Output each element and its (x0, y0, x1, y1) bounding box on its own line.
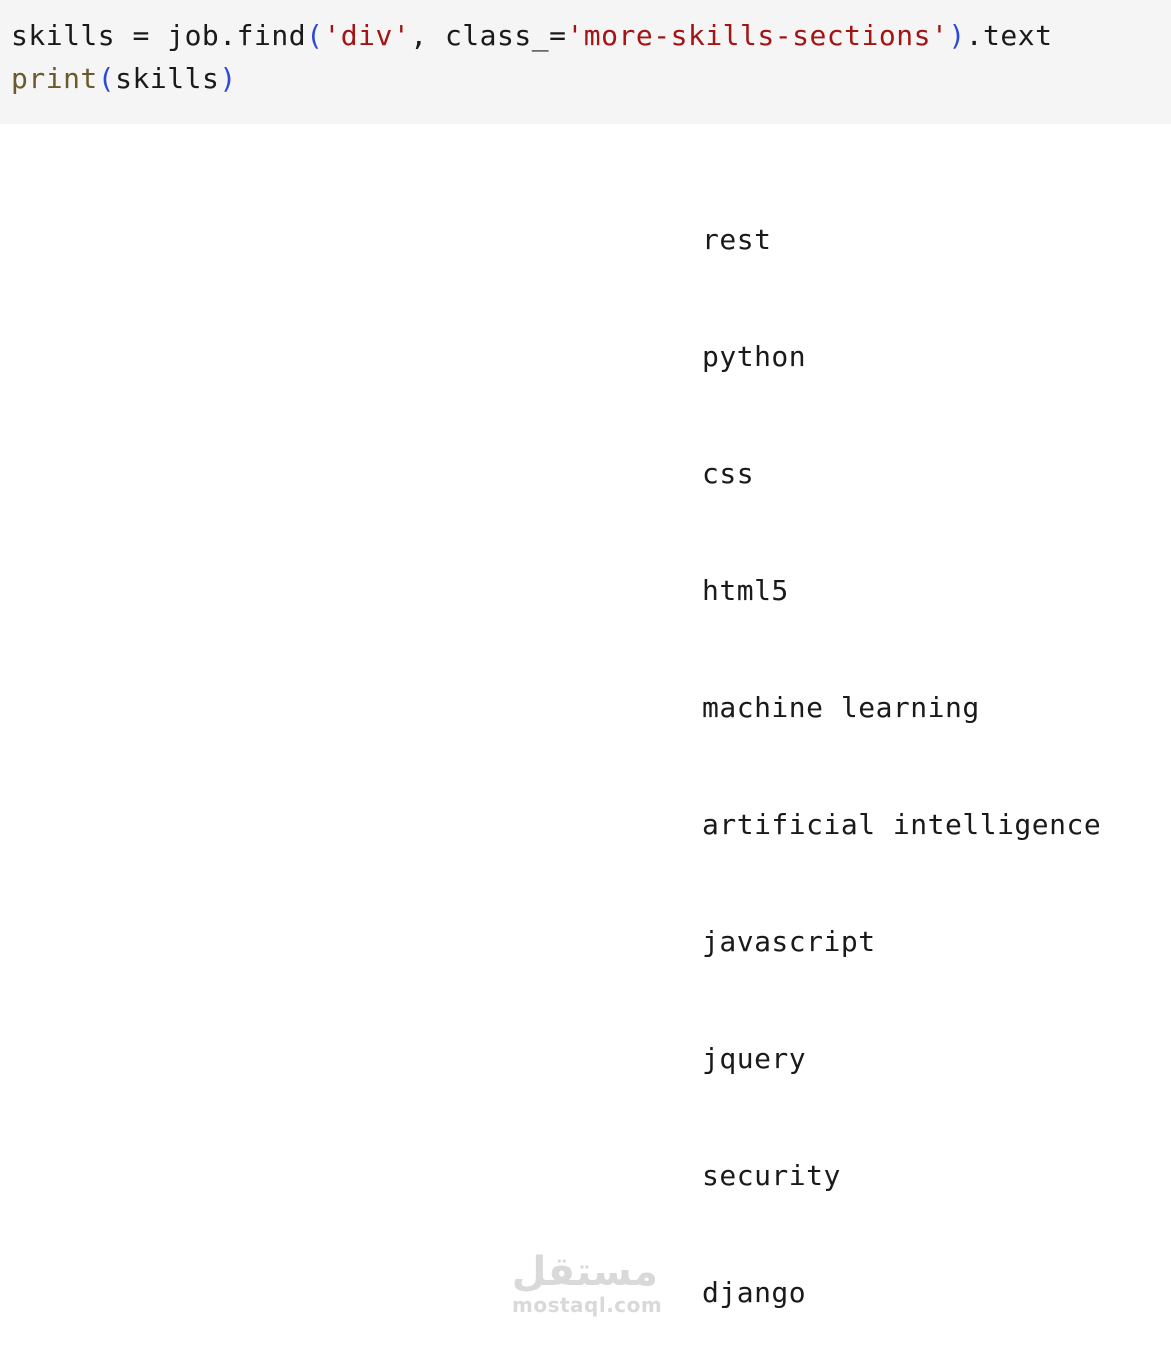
watermark-domain: mostaql.com (512, 1293, 663, 1317)
output-line: html5 (702, 574, 789, 607)
output-line: javascript (702, 925, 876, 958)
output-line: django (702, 1276, 807, 1309)
code-line-1: skills = job.find('div', class_='more-sk… (11, 18, 1052, 54)
output-line: css (702, 457, 755, 490)
code-token: skills (115, 62, 220, 95)
code-paren: ) (219, 62, 237, 95)
output-line: machine learning (702, 691, 980, 724)
watermark-logo: مستقل mostaql.com (511, 1249, 663, 1320)
output-line: python (702, 340, 807, 373)
code-string: 'more-skills-sections' (566, 19, 949, 52)
code-builtin: print (11, 62, 98, 95)
code-token: skills = job.find (11, 19, 307, 52)
code-string: 'div' (323, 19, 411, 52)
code-paren: ) (948, 19, 966, 52)
output-line: security (702, 1159, 841, 1192)
code-line-2: print(skills) (11, 61, 237, 97)
code-cell[interactable]: skills = job.find('div', class_='more-sk… (0, 0, 1171, 124)
output-line: artificial intelligence (702, 808, 1102, 841)
code-paren: ( (97, 62, 116, 95)
code-token: , class_= (410, 19, 567, 52)
code-token: .text (965, 19, 1053, 52)
watermark-logo-text: مستقل (511, 1249, 658, 1295)
output-line: rest (702, 223, 772, 256)
output-line: jquery (702, 1042, 807, 1075)
code-paren: ( (306, 19, 324, 52)
